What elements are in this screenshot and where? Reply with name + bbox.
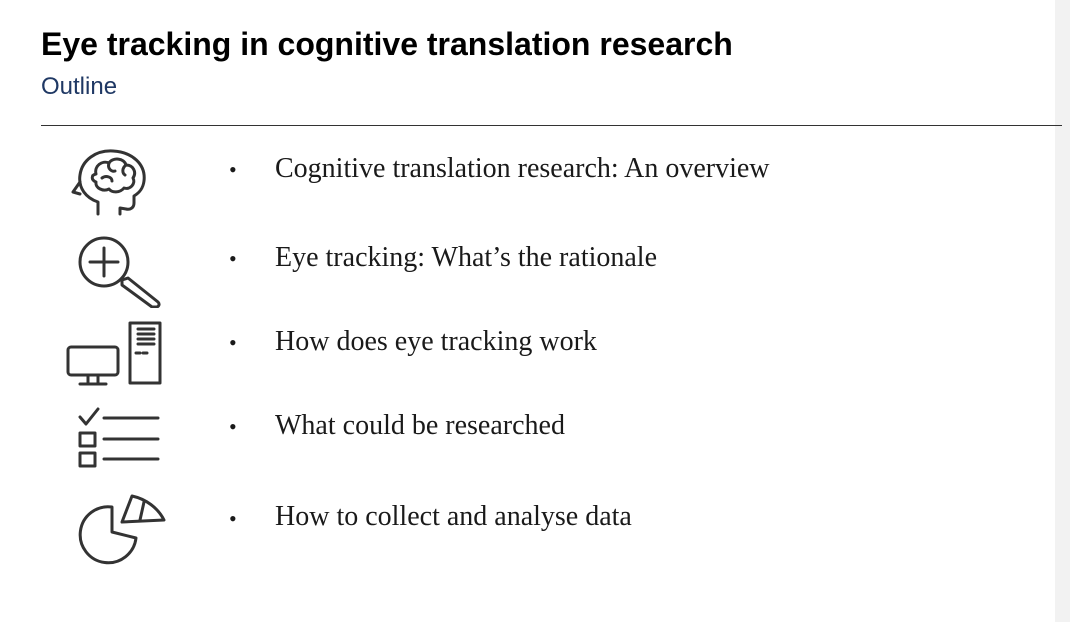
outline-item-text: Eye tracking: What’s the rationale: [275, 242, 658, 273]
pie-chart-icon: [60, 490, 170, 570]
outline-item-text: Cognitive translation research: An overv…: [275, 153, 770, 184]
bullet-glyph: •: [229, 330, 237, 355]
magnifier-plus-icon: [60, 228, 170, 308]
outline-item-1: • Cognitive translation research: An ove…: [0, 140, 1050, 230]
title-divider: [41, 125, 1062, 126]
checklist-icon: [60, 404, 170, 484]
head-brain-icon: [60, 144, 170, 224]
bullet-glyph: •: [229, 506, 237, 531]
slide-subtitle: Outline: [41, 73, 118, 100]
bullet-glyph: •: [229, 246, 237, 271]
outline-item-2: • Eye tracking: What’s the rationale: [0, 230, 1050, 320]
outline-item-text: What could be researched: [275, 410, 565, 441]
scrollbar-strip[interactable]: [1055, 0, 1070, 622]
outline-item-4: • What could be researched: [0, 400, 1050, 490]
computer-tower-icon: [60, 317, 170, 397]
outline-item-5: • How to collect and analyse data: [0, 490, 1050, 580]
outline-item-text: How does eye tracking work: [275, 326, 597, 357]
outline-item-3: • How does eye tracking work: [0, 315, 1050, 405]
slide-title: Eye tracking in cognitive translation re…: [41, 26, 733, 62]
outline-item-text: How to collect and analyse data: [275, 501, 632, 532]
bullet-glyph: •: [229, 157, 237, 182]
bullet-glyph: •: [229, 414, 237, 439]
